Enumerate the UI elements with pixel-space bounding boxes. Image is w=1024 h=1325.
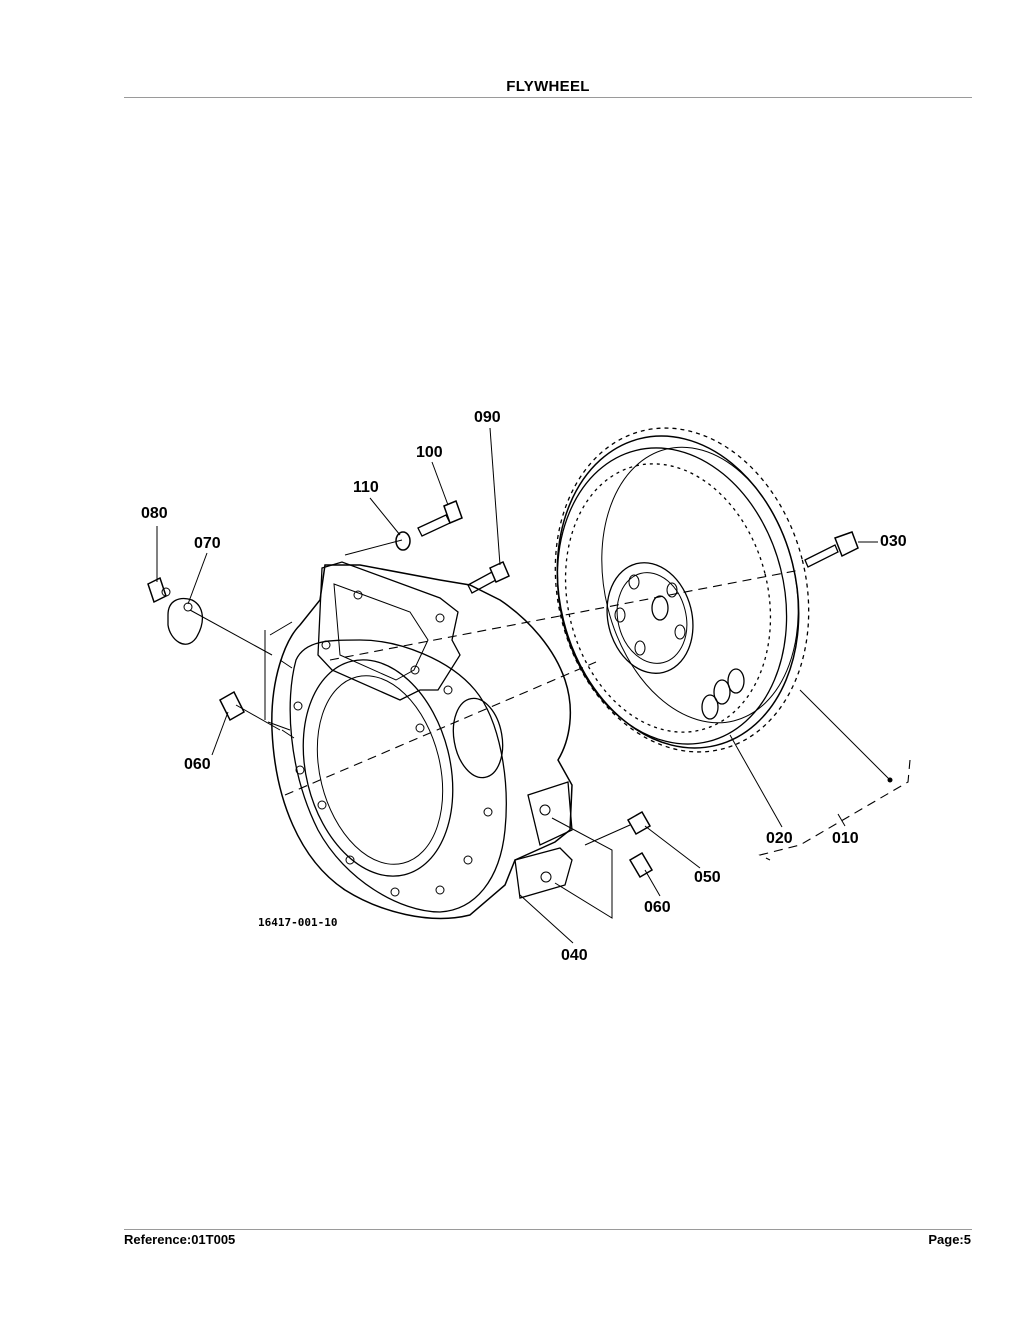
flywheel-bolt: [804, 531, 859, 568]
callout-110: 110: [353, 479, 379, 496]
callout-060-right: 060: [644, 899, 671, 916]
dowel-pin: [626, 810, 652, 836]
flywheel-assembly-point: [887, 777, 893, 783]
leader-lines: [156, 427, 891, 944]
callout-030: 030: [880, 533, 907, 550]
plug-left: [219, 690, 245, 722]
header-rule: [124, 97, 972, 98]
callout-100: 100: [416, 444, 443, 461]
footer-rule: [124, 1229, 972, 1230]
lock-washer: [395, 531, 411, 551]
callout-labels: 090 100 110 080 070 030 060 020 010 050 …: [141, 409, 907, 964]
callout-090: 090: [474, 409, 501, 426]
callout-040: 040: [561, 947, 588, 964]
cover-plate: [167, 597, 203, 645]
callout-080: 080: [141, 505, 168, 522]
stud-bolt: [467, 560, 510, 594]
callout-010: 010: [832, 830, 859, 847]
callout-070: 070: [194, 535, 221, 552]
drawing-number: 16417-001-10: [258, 916, 337, 929]
callout-060-left: 060: [184, 756, 211, 773]
footer-page-number: Page:5: [928, 1232, 971, 1247]
flywheel-housing: [264, 561, 573, 920]
callout-050: 050: [694, 869, 721, 886]
flywheel: [554, 427, 810, 753]
cover-plate-hole: [183, 602, 193, 612]
plug-right: [628, 851, 654, 879]
page-title: FLYWHEEL: [506, 78, 590, 95]
assembly-lines: [189, 539, 911, 919]
cap-bolt: [417, 500, 463, 537]
drain-plug: [147, 576, 171, 604]
footer-reference: Reference:01T005: [124, 1232, 236, 1247]
callout-020: 020: [766, 830, 793, 847]
